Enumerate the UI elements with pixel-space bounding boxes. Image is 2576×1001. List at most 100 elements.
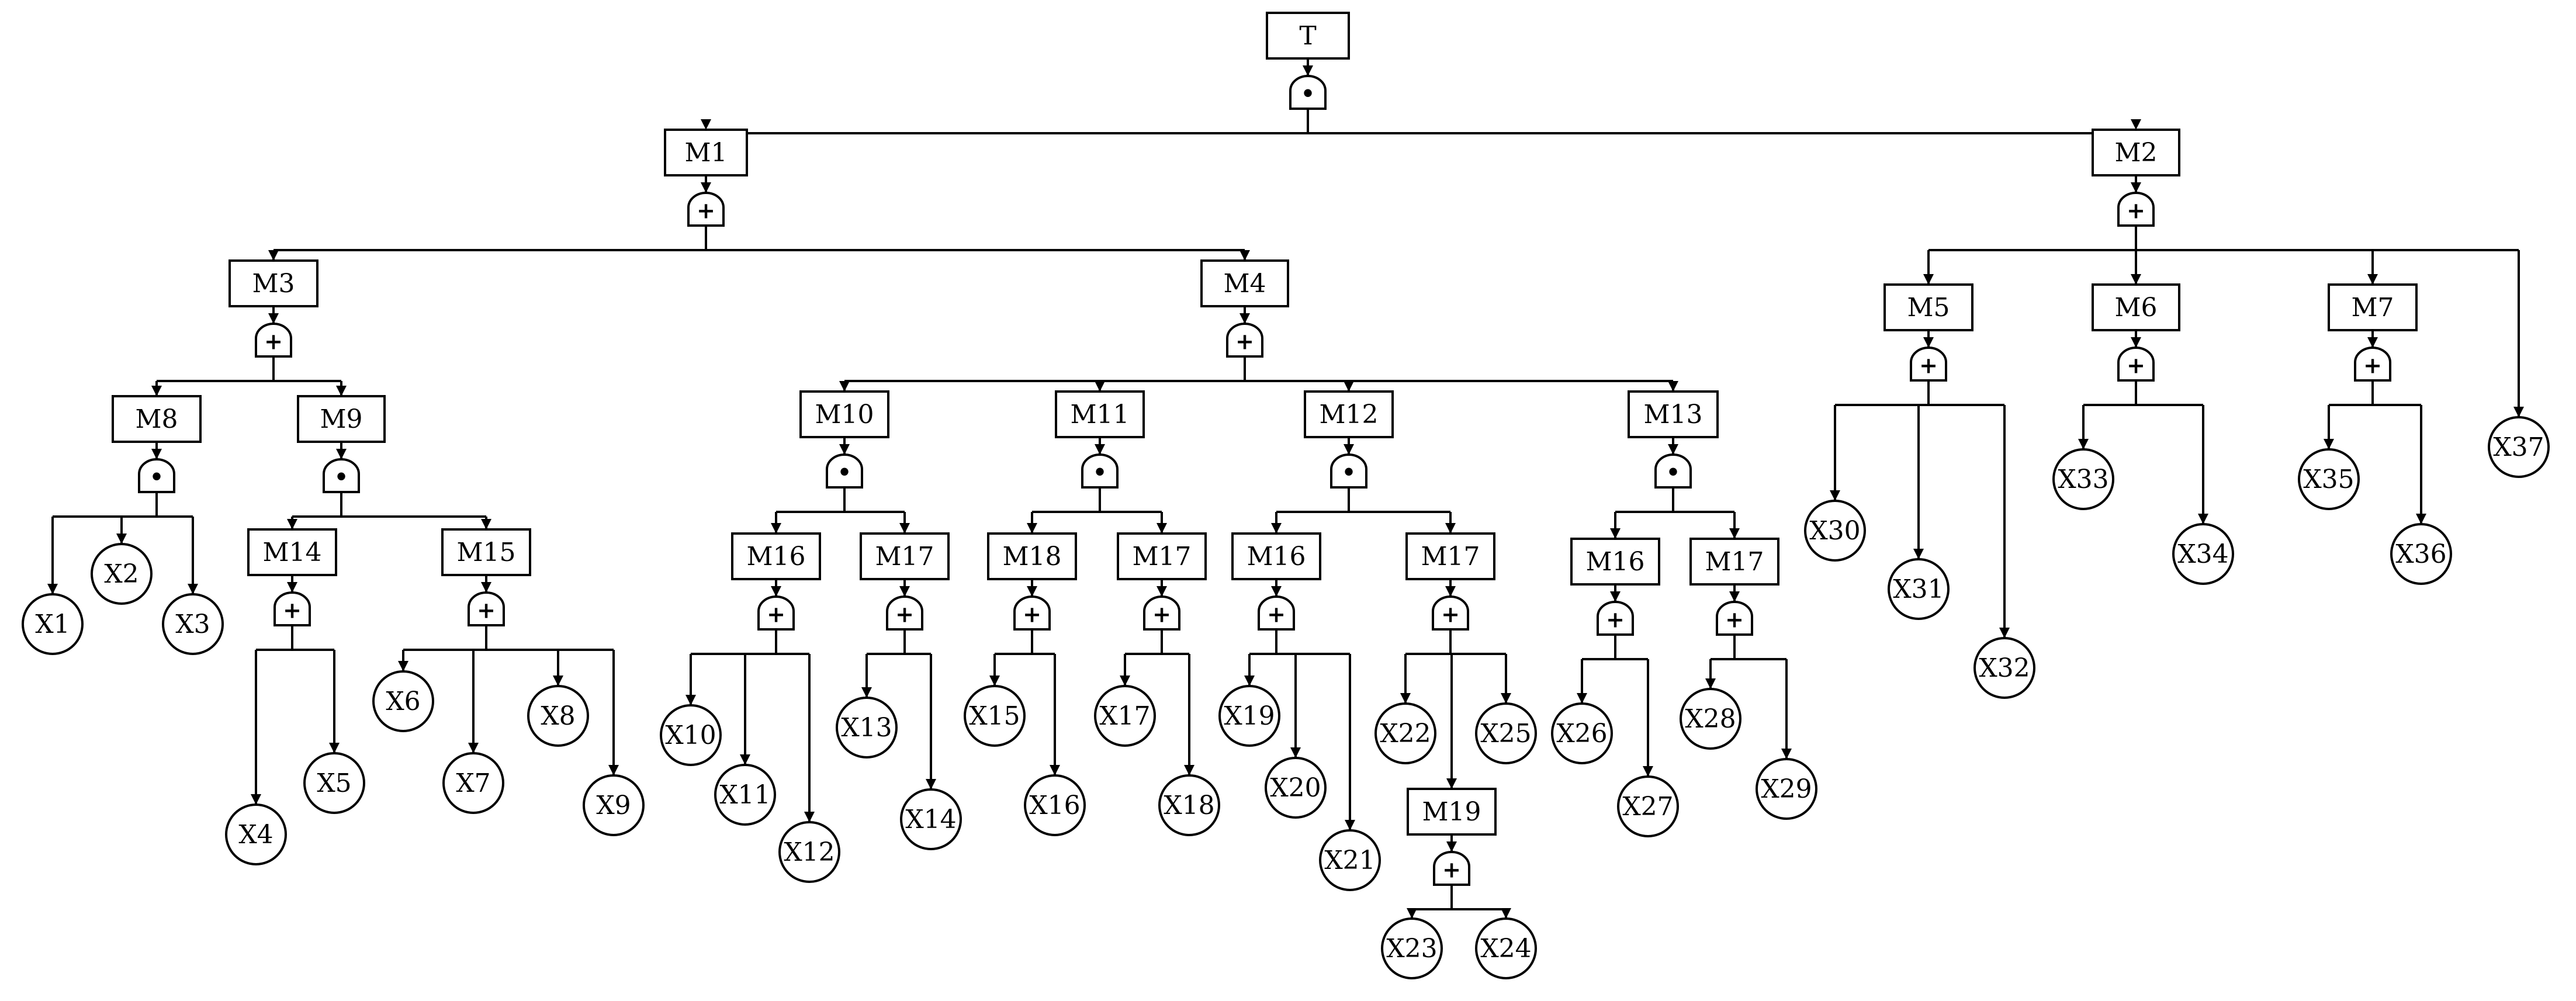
or-gate-icon <box>1258 595 1295 631</box>
basic-event-label: X33 <box>2058 465 2108 494</box>
arrow-head <box>1610 528 1621 539</box>
basic-event-x2 <box>91 543 153 605</box>
arrow-head <box>1781 749 1792 759</box>
arrow-head <box>553 676 563 686</box>
basic-event-label: X34 <box>2177 539 2228 569</box>
basic-event-label: X37 <box>2493 432 2544 462</box>
event-box-m7 <box>2328 283 2418 331</box>
arrow-head <box>268 313 279 324</box>
basic-event-label: X5 <box>317 768 351 798</box>
basic-event-x13 <box>836 697 898 758</box>
or-symbol: + <box>1267 602 1286 628</box>
arrow-head <box>861 687 872 698</box>
event-label: M7 <box>2351 293 2394 323</box>
event-label: T <box>1299 21 1316 51</box>
basic-event-x21 <box>1319 829 1381 891</box>
arrow-head <box>1446 778 1457 789</box>
arrow-head <box>2416 514 2426 524</box>
event-box-m13 <box>1628 390 1719 438</box>
arrow-head <box>2513 407 2524 417</box>
event-label: M16 <box>1247 542 1306 571</box>
or-gate-icon <box>273 591 311 626</box>
or-gate-icon <box>1910 347 1947 382</box>
basic-event-label: X27 <box>1622 792 1673 822</box>
event-label: M13 <box>1643 400 1702 430</box>
arrow-head <box>47 584 58 594</box>
or-gate-icon <box>2117 192 2155 227</box>
arrow-head <box>839 444 850 455</box>
basic-event-x7 <box>442 752 504 814</box>
arrow-head <box>1095 444 1105 455</box>
arrow-head <box>287 582 297 593</box>
and-symbol: • <box>837 460 851 486</box>
arrow-head <box>1095 381 1105 392</box>
arrow-head <box>1407 908 1417 919</box>
event-box-m4 <box>1200 259 1289 307</box>
arrow-head <box>2131 119 2141 130</box>
basic-event-x6 <box>372 670 434 732</box>
event-label: M4 <box>1223 269 1266 299</box>
arrow-head <box>481 519 491 529</box>
basic-event-x10 <box>660 704 722 766</box>
event-box-m12 <box>1304 390 1394 438</box>
basic-event-x19 <box>1218 685 1280 747</box>
arrow-head <box>1729 528 1740 539</box>
or-gate-icon <box>886 595 923 631</box>
arrow-head <box>1344 444 1354 455</box>
event-label: M10 <box>815 400 874 430</box>
or-gate-icon <box>255 323 292 358</box>
arrow-head <box>481 582 491 593</box>
or-gate-icon <box>468 591 505 626</box>
basic-event-label: X31 <box>1893 574 1944 604</box>
event-box-m16 <box>1231 532 1321 580</box>
arrow-head <box>1027 523 1037 534</box>
event-label: M17 <box>1705 547 1764 577</box>
event-box-m18 <box>987 532 1077 580</box>
or-symbol: + <box>283 598 302 624</box>
basic-event-label: X30 <box>1809 516 1860 546</box>
event-box-m2 <box>2092 129 2180 176</box>
event-label: M17 <box>875 542 934 571</box>
arrow-head <box>740 754 750 765</box>
basic-event-label: X2 <box>104 559 139 589</box>
event-label: M17 <box>1132 542 1191 571</box>
or-symbol: + <box>1023 602 1041 628</box>
or-gate-icon <box>1013 595 1051 631</box>
or-gate-icon <box>1716 601 1753 636</box>
event-label: M15 <box>456 538 515 567</box>
basic-event-x25 <box>1475 702 1537 764</box>
basic-event-label: X35 <box>2303 465 2354 494</box>
basic-event-label: X36 <box>2395 539 2446 569</box>
or-symbol: + <box>1235 329 1254 355</box>
arrow-head <box>336 449 347 459</box>
basic-event-label: X24 <box>1480 934 1531 964</box>
basic-event-x16 <box>1024 774 1086 836</box>
arrow-head <box>251 794 261 805</box>
basic-event-label: X25 <box>1480 719 1531 749</box>
arrow-head <box>1923 337 1934 348</box>
arrow-head <box>771 523 781 534</box>
arrow-head <box>151 449 162 459</box>
basic-event-x9 <box>583 774 645 836</box>
basic-event-label: X11 <box>719 780 770 810</box>
basic-event-x14 <box>900 788 962 850</box>
basic-event-label: X8 <box>541 701 575 731</box>
basic-event-label: X12 <box>784 837 835 867</box>
arrow-head <box>1244 676 1255 686</box>
arrow-head <box>1303 65 1313 76</box>
basic-event-x5 <box>303 752 365 814</box>
basic-event-x1 <box>22 593 84 655</box>
or-symbol: + <box>1441 602 1460 628</box>
arrow-head <box>151 386 162 396</box>
arrow-head <box>1345 820 1355 830</box>
basic-event-label: X32 <box>1979 653 2030 683</box>
arrow-head <box>2198 514 2208 524</box>
event-box-m15 <box>441 528 531 576</box>
arrow-head <box>1999 628 2010 638</box>
basic-event-label: X26 <box>1556 719 1607 749</box>
basic-event-x15 <box>964 685 1026 747</box>
basic-event-x32 <box>1973 637 2035 699</box>
arrow-head <box>1729 591 1740 602</box>
or-gate-icon <box>687 192 725 227</box>
arrow-head <box>1668 444 1678 455</box>
